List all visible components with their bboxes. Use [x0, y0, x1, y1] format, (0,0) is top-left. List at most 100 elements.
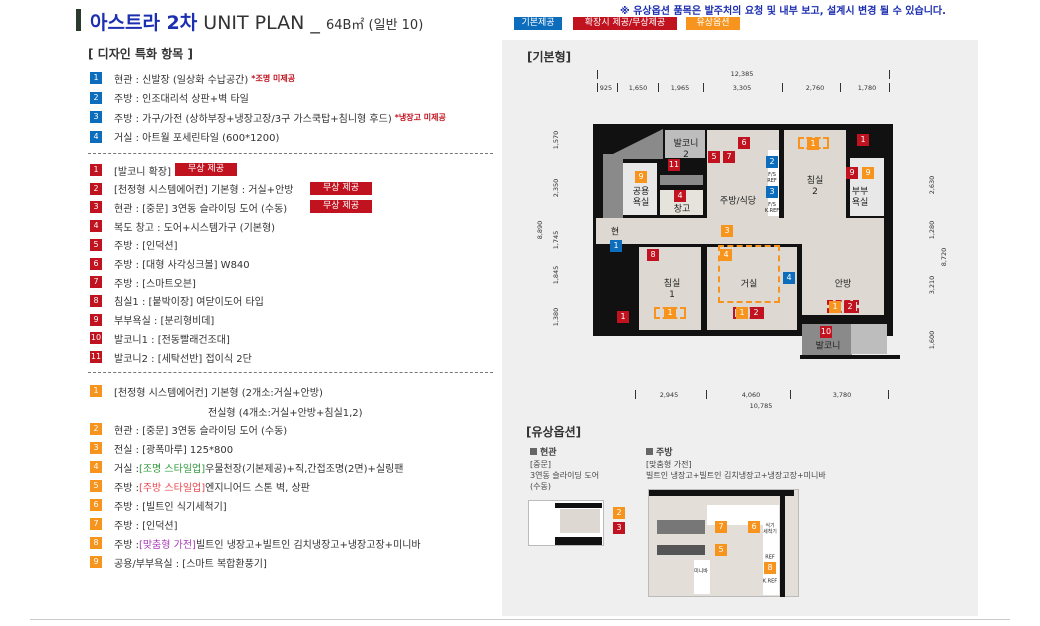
number-badge: 2 [90, 182, 102, 195]
number-badge: 11 [90, 351, 102, 363]
marker-paid: 2 [613, 507, 625, 519]
item-text: 현관 : [중문] 3연동 슬라이딩 도어 (수동) [114, 425, 288, 437]
dim-top-segment: 2,760 [805, 84, 825, 92]
plan-marker: 4 [674, 190, 686, 202]
plan-wall [800, 355, 900, 359]
dim-left-segment: 1,745 [552, 230, 560, 250]
plan-marker: 1 [807, 138, 819, 150]
design-item: 1[천정형 시스템에어컨] 기본형 (2개소:거실+안방) [90, 384, 323, 399]
plan-marker: 7 [723, 151, 735, 163]
item-text-line2: 전실형 (4개소:거실+안방+침실1,2) [208, 407, 363, 419]
item-text: 엔지니어드 스톤 벽, 상판 [205, 482, 310, 494]
item-text: 현관 : [중문] 3연동 슬라이딩 도어 (수동) [114, 203, 288, 215]
dim-left-segment: 1,845 [552, 265, 560, 285]
dim-top-total: 12,385 [730, 70, 754, 78]
plan-service-area [603, 154, 623, 239]
design-item: 1[발코니 확장] [90, 163, 171, 178]
dim-tick [635, 390, 636, 399]
dim-tick [597, 83, 598, 92]
item-text: 공용/부부욕실 : [스마트 복합환풍기] [114, 558, 267, 570]
plan-marker: 4 [720, 249, 732, 261]
number-badge: 1 [90, 72, 102, 84]
item-text: 주방 : 가구/가전 (상하부장+냉장고장/3구 가스쿡탑+침니형 후드) [114, 113, 392, 125]
plan-marker: 9 [846, 167, 858, 179]
item-text: 복도 창고 : 도어+시스템가구 (기본형) [114, 222, 276, 234]
plan-marker: 11 [668, 159, 680, 171]
number-badge: 8 [90, 294, 102, 307]
item-text: 침실1 : [붙박이장] 여닫이도어 타입 [114, 297, 264, 309]
dim-right-segment: 1,600 [928, 330, 936, 350]
number-badge: 1 [90, 164, 102, 176]
title-main: UNIT PLAN _ [197, 12, 326, 34]
number-badge: 7 [90, 518, 102, 530]
marker-paid: 5 [715, 544, 727, 556]
divider [88, 153, 493, 154]
item-text: 주방 : [대형 사각싱크볼] W840 [114, 260, 250, 271]
number-badge: 4 [90, 130, 102, 143]
dim-left-segment: 1,570 [552, 130, 560, 150]
design-item: 1 현관 : 신발장 (일상화 수납공간)*조명 미제공 [90, 71, 296, 86]
option-entrance-title: 현관 [540, 448, 557, 458]
room-label: 안방 [834, 279, 852, 290]
fixture-label: F/S K.REF [764, 202, 780, 214]
bottom-rule [30, 619, 1010, 620]
dim-right-segment: 3,210 [928, 275, 936, 295]
item-text: [천정형 시스템에어컨] 기본형 (2개소:거실+안방) [114, 387, 323, 399]
item-text: 현관 : 신발장 (일상화 수납공간) [114, 74, 249, 86]
item-text: 우물천장(기본제공)+직,간접조명(2면)+실링팬 [205, 463, 404, 475]
room-balcony-2 [665, 130, 705, 158]
item-text: 주방 : [인덕션] [114, 520, 178, 532]
item-text: 주방 : [빌트인 식기세척기] [114, 501, 227, 513]
plan-corridor [596, 218, 884, 244]
entrance-option-image [528, 500, 604, 546]
option-aircon-box [827, 300, 859, 313]
fridge-area [768, 150, 779, 216]
dim-right-segment: 1,280 [928, 220, 936, 240]
number-badge: 6 [90, 257, 102, 270]
number-badge: 2 [90, 91, 102, 104]
dim-tick [782, 83, 783, 92]
legend-basic: 기본제공 [514, 17, 562, 30]
design-item: 7 주방 : [인덕션] [90, 517, 178, 532]
design-item: 4 복도 창고 : 도어+시스템가구 (기본형) [90, 219, 276, 234]
room-label: 주방/식당 [719, 196, 757, 207]
option-entrance-desc: 3연동 슬라이딩 도어 (수동) [530, 471, 600, 491]
item-note: *조명 미제공 [251, 73, 296, 83]
item-prefix: 주방 : [114, 482, 139, 494]
plan-marker: 2 [844, 301, 856, 313]
dim-bottom-segment: 3,780 [832, 391, 852, 399]
room-label: 거실 [740, 279, 758, 290]
number-badge: 10 [90, 332, 102, 345]
title-area: 64B㎡ [325, 18, 365, 33]
dim-tick [888, 390, 889, 399]
option-entrance: 현관[중문]3연동 슬라이딩 도어 (수동) [530, 447, 599, 492]
free-provision-tag: 무상 제공 [175, 163, 237, 176]
number-badge: 4 [90, 220, 102, 233]
kitchen-option-image [648, 489, 799, 597]
legend-free: 확장시 제공/무상제공 [573, 17, 677, 30]
plan-marker: 3 [721, 225, 733, 237]
plan-marker: 8 [647, 249, 659, 261]
room-label: 침실 2 [806, 176, 824, 197]
item-prefix: 주방 : [114, 539, 139, 551]
dim-tick [658, 83, 659, 92]
dim-tick [703, 83, 704, 92]
room-label: 공용 욕실 [632, 187, 650, 208]
plan-marker: 1 [617, 311, 629, 323]
item-text: 발코니2 : [세탁선반] 접이식 2단 [114, 353, 252, 365]
option-ceiling-box [718, 245, 780, 303]
option-kitchen-sub: [맞춤형 가전] [646, 460, 692, 469]
design-item: 8 침실1 : [붙박이장] 여닫이도어 타입 [90, 294, 264, 308]
design-item: 2 [천정형 시스템에어컨] 기본형 : 거실+안방 [90, 182, 293, 196]
plan-marker: 1 [829, 301, 841, 313]
plan-marker: 1 [610, 240, 622, 252]
item-text: 부부욕실 : [분리형비데] [114, 316, 215, 328]
item-text: [천정형 시스템에어컨] 기본형 : 거실+안방 [114, 185, 294, 197]
dim-left-segment: 1,380 [552, 307, 560, 327]
design-heading: [ 디자인 특화 항목 ] [88, 47, 193, 61]
plan-laundry [660, 175, 703, 185]
